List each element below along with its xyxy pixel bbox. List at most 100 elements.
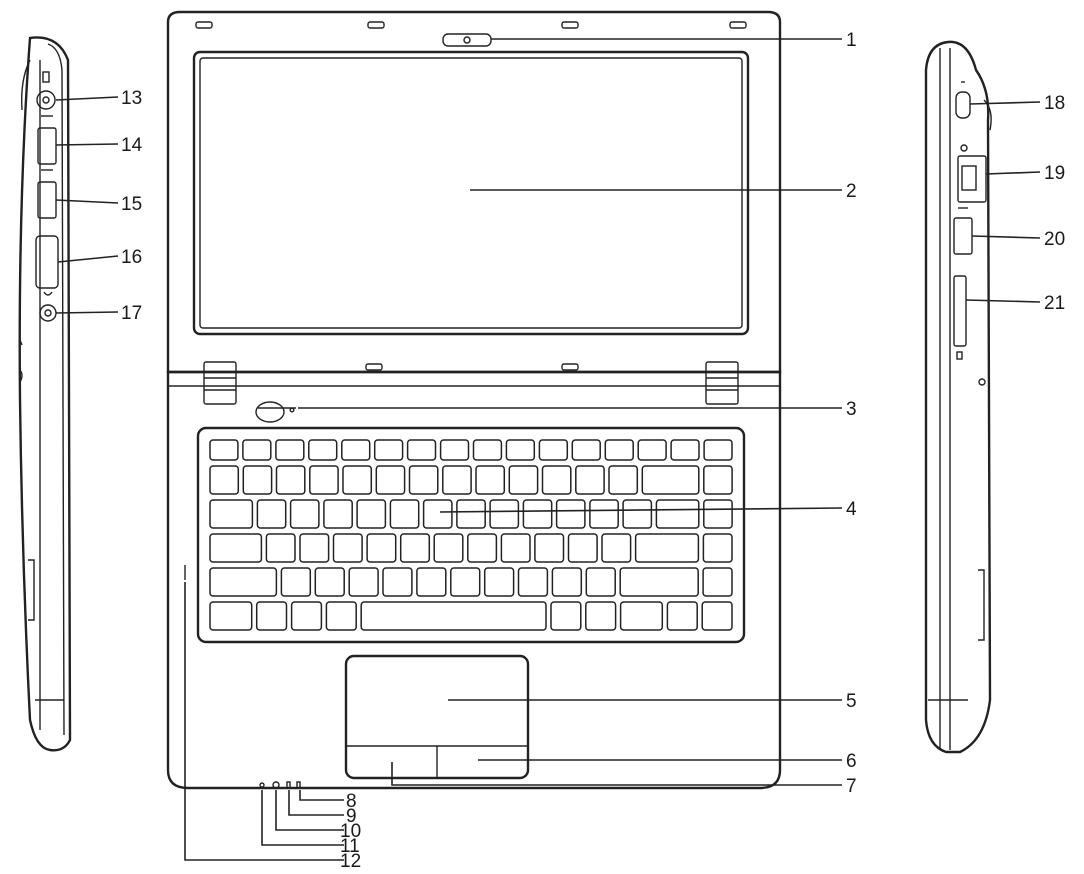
keyboard-key <box>456 499 486 529</box>
keyboard-key <box>619 601 664 631</box>
keyboard-key <box>604 439 634 461</box>
keyboard-key <box>375 465 406 495</box>
keyboard-key <box>275 439 305 461</box>
keyboard-key <box>433 533 464 563</box>
right-callouts <box>965 101 1041 303</box>
keyboard-key <box>442 465 472 495</box>
callout-label-6: 6 <box>846 751 857 772</box>
callout-label-17: 17 <box>121 303 142 324</box>
callout-label-16: 16 <box>121 247 142 268</box>
power-button <box>255 401 296 423</box>
right-side-view <box>924 40 992 754</box>
callout-label-2: 2 <box>846 181 857 202</box>
keyboard-key <box>360 601 547 631</box>
keyboard-key <box>325 601 357 631</box>
keyboard-key <box>567 533 598 563</box>
touchpad <box>344 654 530 780</box>
keyboard-key <box>483 567 515 597</box>
audio-jack-port <box>39 291 57 322</box>
keyboard-key <box>342 465 373 495</box>
callout-label-13: 13 <box>121 88 142 109</box>
keyboard-key <box>209 567 278 597</box>
keyboard-key <box>299 533 330 563</box>
keyboard-key <box>373 439 404 461</box>
keyboard-key <box>280 567 312 597</box>
callout-label-15: 15 <box>121 194 142 215</box>
left-side-view <box>18 36 72 752</box>
left-usb-port-1 <box>37 115 57 165</box>
callout-label-7: 7 <box>846 776 857 797</box>
keyboard-key <box>209 465 240 495</box>
keyboard-key <box>538 439 569 461</box>
keyboard-key <box>634 533 700 563</box>
callout-label-19: 19 <box>1044 163 1065 184</box>
laptop-base <box>166 361 782 790</box>
card-reader-slot <box>953 275 967 360</box>
keyboard-key <box>366 533 397 563</box>
keyboard-key <box>256 499 287 529</box>
keyboard-key <box>467 533 498 563</box>
keyboard-key <box>551 567 583 597</box>
keyboard-key <box>242 439 272 461</box>
callout-label-9: 9 <box>346 806 357 827</box>
callout-label-12: 12 <box>340 851 361 872</box>
main-callouts <box>184 38 843 861</box>
keyboard-key <box>670 439 700 461</box>
keyboard-key <box>416 567 447 597</box>
keyboard-key <box>450 567 481 597</box>
keyboard-key <box>472 439 503 461</box>
keyboard <box>209 439 733 631</box>
keyboard-key <box>517 567 549 597</box>
keyboard-key <box>399 533 431 563</box>
keyboard-key <box>323 499 353 529</box>
keyboard-key <box>209 439 239 461</box>
callout-label-4: 4 <box>846 499 857 520</box>
keyboard-key <box>289 499 320 529</box>
keyboard-key <box>641 465 700 495</box>
keyboard-key <box>406 439 437 461</box>
keyboard-key <box>702 567 733 597</box>
callout-label-18: 18 <box>1044 93 1065 114</box>
callout-label-1: 1 <box>846 30 857 51</box>
keyboard-key <box>522 499 553 529</box>
callout-label-21: 21 <box>1044 293 1065 314</box>
keyboard-key <box>703 465 733 495</box>
callout-label-5: 5 <box>846 691 857 712</box>
keyboard-key <box>608 465 639 495</box>
keyboard-key <box>585 567 616 597</box>
keyboard-key <box>575 465 605 495</box>
callout-label-14: 14 <box>121 135 143 156</box>
webcam <box>442 33 492 47</box>
keyboard-key <box>382 567 413 597</box>
keyboard-key <box>255 601 288 631</box>
kensington-lock-slot <box>955 81 971 119</box>
keyboard-key <box>356 499 387 529</box>
keyboard-key <box>534 533 565 563</box>
keyboard-key <box>541 465 572 495</box>
keyboard-key <box>701 601 733 631</box>
keyboard-key <box>422 499 453 529</box>
callout-label-8: 8 <box>346 791 357 812</box>
keyboard-key <box>555 499 586 529</box>
keyboard-key <box>308 439 338 461</box>
keyboard-key <box>209 499 254 529</box>
keyboard-key <box>666 601 698 631</box>
callout-label-20: 20 <box>1044 229 1065 250</box>
keyboard-key <box>505 439 536 461</box>
keyboard-key <box>439 439 470 461</box>
keyboard-key <box>619 567 699 597</box>
keyboard-key <box>209 533 263 563</box>
status-indicators <box>259 781 301 789</box>
right-usb-port <box>953 207 973 255</box>
callout-label-10: 10 <box>340 821 361 842</box>
keyboard-key <box>348 567 379 597</box>
keyboard-key <box>500 533 531 563</box>
keyboard-key <box>389 499 420 529</box>
keyboard-key <box>408 465 439 495</box>
keyboard-key <box>332 533 363 563</box>
keyboard-key <box>508 465 539 495</box>
keyboard-key <box>589 499 619 529</box>
keyboard-key <box>622 499 653 529</box>
laptop-top-view <box>166 10 782 790</box>
keyboard-key <box>265 533 296 563</box>
